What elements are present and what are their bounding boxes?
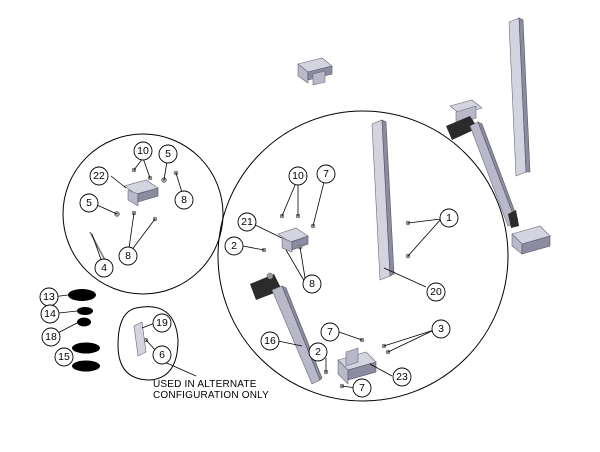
- callout-8: 8: [174, 190, 194, 210]
- svg-text:7: 7: [327, 326, 333, 338]
- callout-20: 20: [426, 282, 446, 302]
- post-20: [371, 119, 395, 281]
- svg-text:16: 16: [264, 335, 276, 347]
- svg-text:14: 14: [44, 308, 56, 320]
- detail-circle-main: [217, 110, 509, 402]
- svg-text:8: 8: [125, 250, 131, 262]
- svg-text:2: 2: [315, 346, 321, 358]
- callout-14: 14: [40, 304, 60, 324]
- pad-15b: [72, 360, 100, 372]
- alternate-config-note-line2: CONFIGURATION ONLY: [153, 390, 269, 401]
- callout-18: 18: [41, 327, 61, 347]
- alternate-config-note-line1: USED IN ALTERNATE: [153, 379, 257, 390]
- callout-7: 7: [352, 378, 372, 398]
- callout-4: 4: [94, 258, 114, 278]
- svg-text:8: 8: [181, 194, 187, 206]
- svg-text:1: 1: [446, 212, 452, 224]
- callout-19: 19: [152, 313, 172, 333]
- svg-text:22: 22: [93, 170, 105, 182]
- callout-5: 5: [158, 144, 178, 164]
- alternate-config-circle: [117, 306, 179, 381]
- callout-10: 10: [288, 166, 308, 186]
- pad-13: [68, 289, 96, 301]
- bracket-22: [123, 179, 159, 207]
- upper-right-post-assembly: [446, 17, 551, 255]
- callout-16: 16: [260, 331, 280, 351]
- svg-text:13: 13: [43, 291, 55, 303]
- svg-text:7: 7: [359, 382, 365, 394]
- bracket-21: [277, 227, 309, 253]
- callout-13: 13: [39, 287, 59, 307]
- svg-text:23: 23: [396, 371, 408, 383]
- svg-text:18: 18: [45, 331, 57, 343]
- callout-7: 7: [320, 322, 340, 342]
- callout-15: 15: [54, 347, 74, 367]
- svg-text:19: 19: [156, 317, 168, 329]
- callout-6: 6: [152, 345, 172, 365]
- svg-text:20: 20: [430, 286, 442, 298]
- pad-15a: [72, 342, 100, 354]
- callout-23: 23: [392, 367, 412, 387]
- svg-text:21: 21: [241, 216, 253, 228]
- pad-14: [77, 307, 93, 315]
- svg-text:10: 10: [292, 170, 304, 182]
- bracket-23: [337, 347, 377, 385]
- svg-text:4: 4: [101, 262, 107, 274]
- svg-text:2: 2: [231, 240, 237, 252]
- svg-text:10: 10: [137, 145, 149, 157]
- callout-10: 10: [133, 141, 153, 161]
- pad-18: [77, 317, 91, 327]
- svg-text:3: 3: [438, 323, 444, 335]
- callout-8: 8: [302, 274, 322, 294]
- svg-text:15: 15: [58, 351, 70, 363]
- callout-7: 7: [316, 164, 336, 184]
- callout-8: 8: [118, 246, 138, 266]
- svg-text:7: 7: [323, 168, 329, 180]
- callout-2: 2: [308, 342, 328, 362]
- svg-text:8: 8: [309, 278, 315, 290]
- svg-text:5: 5: [86, 197, 92, 209]
- svg-text:6: 6: [159, 349, 165, 361]
- top-mount-bracket: [297, 57, 333, 86]
- callout-1: 1: [439, 208, 459, 228]
- svg-text:5: 5: [165, 148, 171, 160]
- callout-2: 2: [224, 236, 244, 256]
- callout-3: 3: [431, 319, 451, 339]
- part-19-plate: [133, 321, 149, 357]
- detail-circle-bracket-hardware: [62, 133, 224, 295]
- callout-22: 22: [89, 166, 109, 186]
- callout-5: 5: [79, 193, 99, 213]
- callout-21: 21: [237, 212, 257, 232]
